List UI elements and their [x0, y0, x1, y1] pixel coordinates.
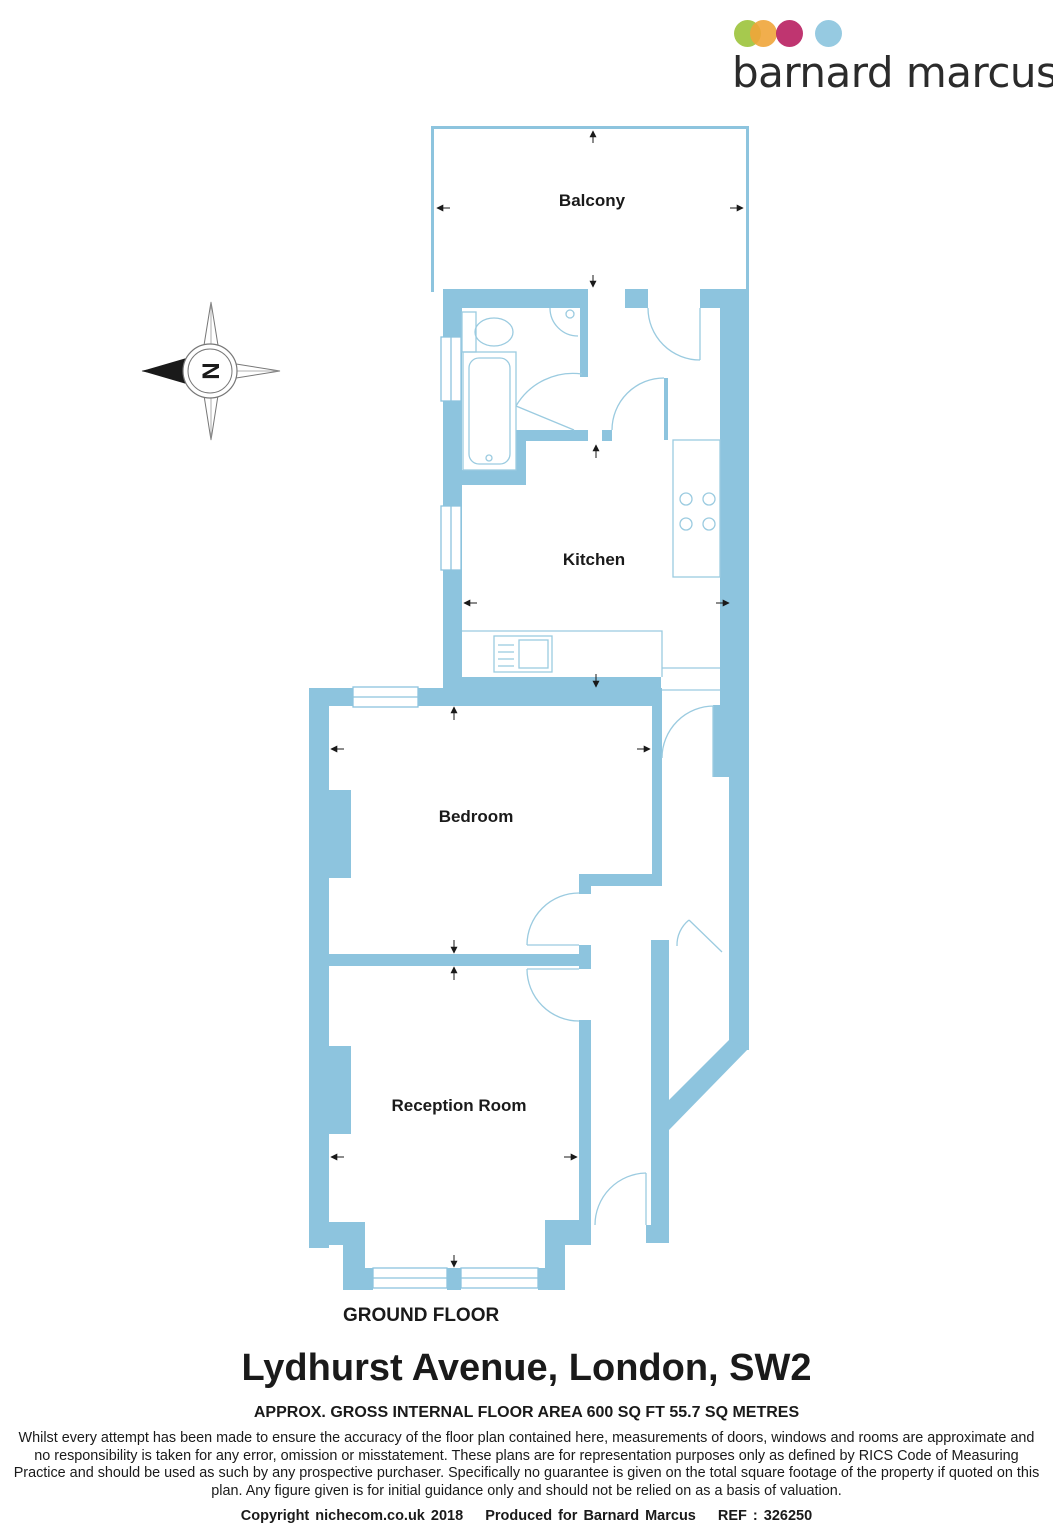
logo-dot-magenta	[776, 20, 803, 47]
doors	[515, 307, 723, 1226]
walls	[309, 126, 749, 1290]
fixtures	[461, 307, 721, 691]
room-label-kitchen: Kitchen	[562, 550, 626, 569]
room-label-reception: Reception Room	[391, 1096, 527, 1115]
dimension-arrows	[330, 130, 744, 1268]
footer-produced: Produced for Barnard Marcus	[485, 1508, 696, 1524]
windows	[352, 336, 539, 1289]
room-label-bedroom: Bedroom	[438, 807, 514, 826]
footer: Copyright nichecom.co.uk 2018 Produced f…	[0, 1508, 1053, 1524]
floor-plan: N	[141, 126, 749, 1290]
brand-name: barnard marcus	[732, 48, 1053, 97]
disclaimer-text: Whilst every attempt has been made to en…	[13, 1430, 1040, 1499]
compass-icon: N	[141, 301, 281, 441]
logo-dot-orange	[750, 20, 777, 47]
room-label-balcony: Balcony	[558, 191, 626, 210]
floor-label: GROUND FLOOR	[343, 1305, 500, 1326]
compass-letter: N	[197, 362, 224, 379]
floor-area: APPROX. GROSS INTERNAL FLOOR AREA 600 SQ…	[253, 1404, 800, 1421]
logo-dot-blue	[815, 20, 842, 47]
brand-logo: barnard marcus	[732, 20, 1053, 100]
footer-copyright: Copyright nichecom.co.uk 2018	[240, 1508, 464, 1524]
footer-ref: REF : 326250	[717, 1508, 813, 1524]
property-address: Lydhurst Avenue, London, SW2	[241, 1347, 812, 1389]
